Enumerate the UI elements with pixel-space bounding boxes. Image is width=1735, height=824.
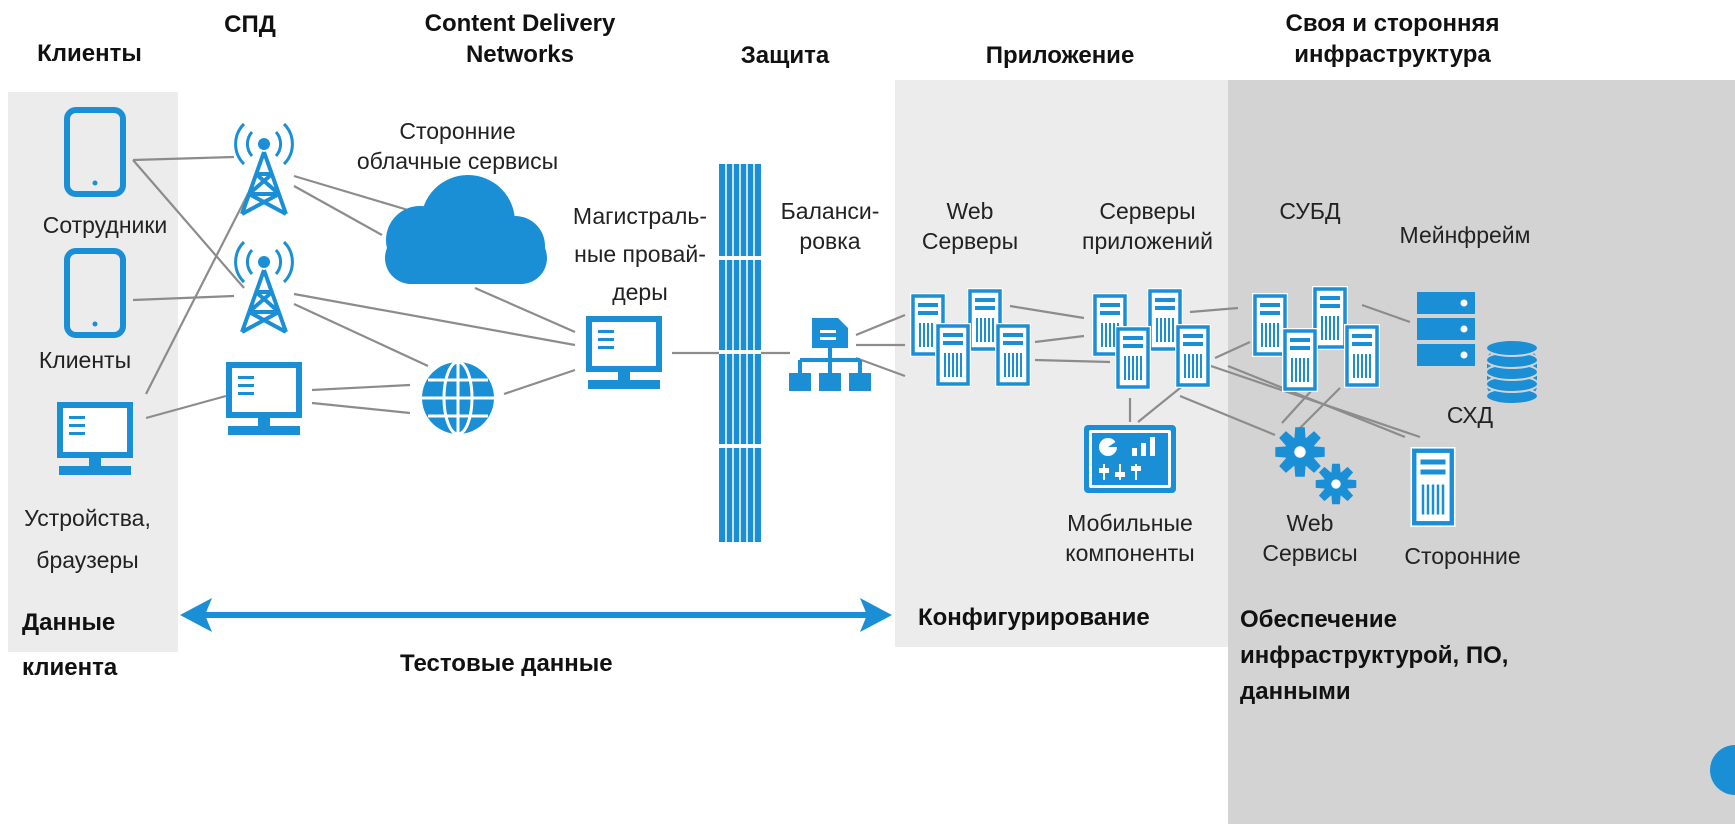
firewall-icon [719,164,761,542]
label-web-services: Web Сервисы [1262,510,1358,566]
header-clients: Клиенты [37,40,142,67]
cloud-icon [385,175,547,284]
load-balancer-icon [789,318,871,391]
globe-icon [422,360,494,436]
header-security: Защита [740,42,830,69]
header-network: СПД [224,11,276,38]
label-employees: Сотрудники [42,212,168,238]
connector-lines [132,155,1421,439]
label-client-data: Данные клиента [22,609,118,681]
label-dbms: СУБД [1279,198,1341,224]
label-app-servers: Серверы приложений [1082,198,1213,254]
header-cdn: Content Delivery Networks [424,10,616,68]
label-mainframe: Мейнфрейм [1399,222,1531,248]
storage-icon [1485,339,1539,405]
label-balancer: Баланси- ровка [780,198,880,254]
label-test-data: Тестовые данные [400,650,613,677]
mainframe-icon [1417,292,1475,366]
label-provisioning: Обеспечение инфраструктурой, ПО, данными [1240,606,1509,705]
test-data-arrow [180,598,892,632]
network-monitor-icon [226,362,302,435]
label-clients: Клиенты [38,347,132,373]
label-configuration: Конфигурирование [918,604,1150,631]
label-mobile-components: Мобильные компоненты [1065,510,1195,566]
label-web-servers: Web Серверы [921,198,1019,254]
label-storage: СХД [1446,402,1494,428]
label-backbone: Магистраль- ные провай- деры [572,203,708,305]
label-third-party: Сторонние [1404,543,1521,569]
clients-panel [8,92,178,652]
header-application: Приложение [985,42,1135,69]
mobile-components-icon [1084,425,1176,493]
label-devices: Устройства, браузеры [24,505,151,573]
backbone-provider-monitor-icon [586,316,662,389]
third-party-server-icon [1411,447,1456,527]
logo-fragment [1710,745,1735,795]
header-infrastructure: Своя и сторонняя инфраструктура [1285,10,1500,68]
label-cloud: Сторонние облачные сервисы [356,118,559,174]
